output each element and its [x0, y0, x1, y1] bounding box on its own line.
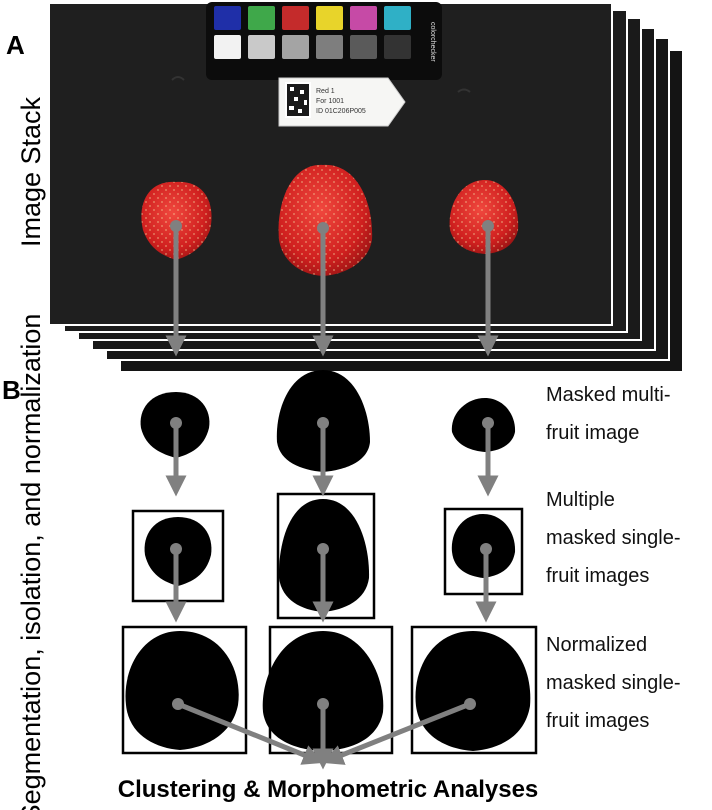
qr-code [285, 82, 311, 118]
mask-row3-middle [262, 631, 384, 751]
analysis-title: Clustering & Morphometric Analyses [118, 776, 539, 803]
color-swatch [350, 6, 377, 30]
image-stack: colorchecker Red 1 For 1001 ID 01C206P00… [48, 2, 684, 373]
color-swatch [384, 6, 411, 30]
debris-mark [457, 88, 471, 93]
mask-row3-right [415, 631, 531, 751]
gray-swatch [384, 35, 411, 59]
gray-swatch [214, 35, 241, 59]
arrow-origin-dots [170, 220, 494, 710]
strawberry-right [449, 180, 519, 254]
arrow-c-left [175, 701, 324, 765]
mask-row3-left [125, 631, 239, 750]
tag-line-1: Red 1 [316, 88, 335, 95]
tag-line-3: ID 01C206P005 [316, 108, 366, 115]
gray-swatch [248, 35, 275, 59]
color-swatch [316, 6, 343, 30]
checker-brand: colorchecker [429, 22, 436, 62]
arrow-c-right [322, 701, 473, 765]
tag-line-2: For 1001 [316, 98, 344, 105]
color-checker: colorchecker [206, 2, 442, 80]
color-swatch [282, 6, 309, 30]
color-swatch [214, 6, 241, 30]
debris-mark [171, 76, 185, 81]
gray-swatch [350, 35, 377, 59]
gray-swatch [282, 35, 309, 59]
panel-letter-b: B [2, 375, 21, 405]
color-swatch [248, 6, 275, 30]
step-label-masked: Masked multi- fruit image [546, 384, 676, 444]
box-row3-right [410, 625, 538, 755]
flow-arrows [165, 223, 499, 770]
panel-letter-a: A [6, 30, 25, 60]
step-label-multiple: Multiple masked single- fruit images [546, 489, 686, 587]
panel-a-title: Image Stack [16, 96, 46, 247]
strawberry-middle [278, 164, 373, 276]
panel-b-title: Segmentation, isolation, and normalizati… [16, 314, 46, 810]
gray-swatch [316, 35, 343, 59]
label-tag: Red 1 For 1001 ID 01C206P005 [278, 77, 406, 127]
step-label-normalized: Normalized masked single- fruit images [546, 634, 686, 732]
box-row3-left [121, 625, 248, 755]
